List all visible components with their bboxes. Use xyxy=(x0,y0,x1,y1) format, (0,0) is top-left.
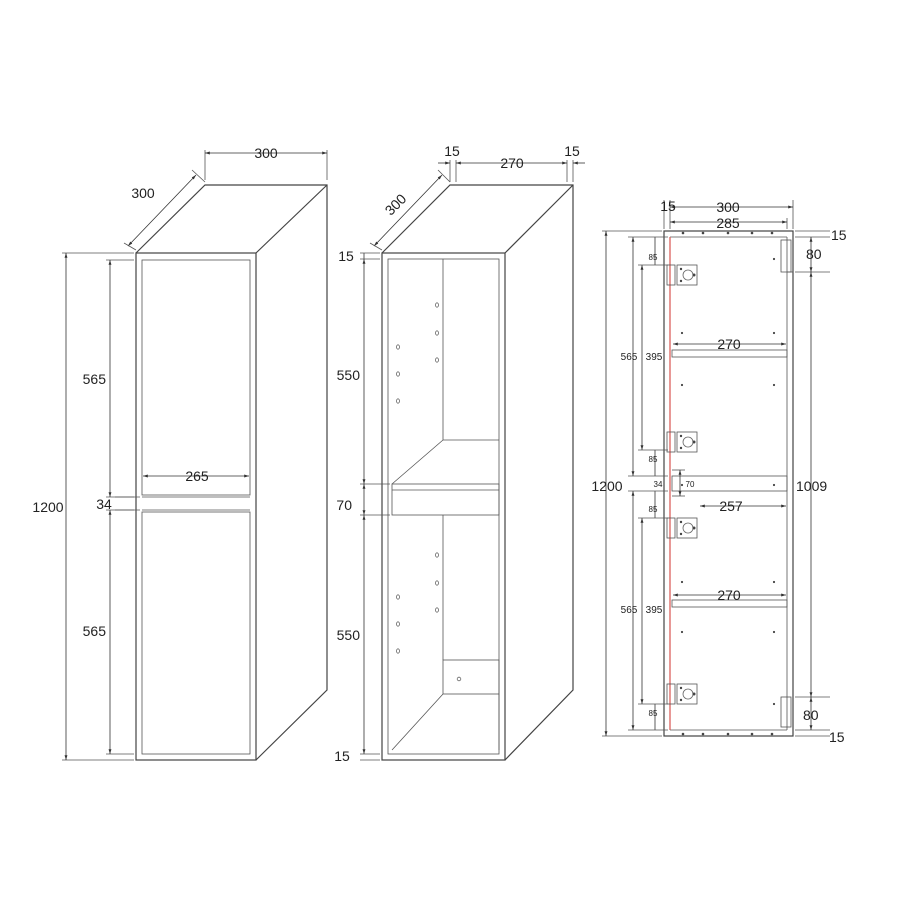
front-door-lower-label: 565 xyxy=(83,623,107,639)
dim-section-height: 1200 xyxy=(591,230,662,737)
section-hinge-offset-1: 85 xyxy=(649,253,658,262)
open-inner-width-label: 270 xyxy=(500,155,524,171)
section-panel-label: 15 xyxy=(660,198,676,214)
open-view: 15 270 15 300 15 550 70 550 xyxy=(334,143,585,764)
section-width-label: 300 xyxy=(716,199,740,215)
section-outline xyxy=(663,230,794,737)
dim-section-right: 15 80 1009 80 15 xyxy=(795,227,847,745)
front-width-label: 300 xyxy=(254,145,278,161)
section-rail-label: 34 xyxy=(654,480,663,489)
section-lower-hinge-span-label: 395 xyxy=(646,605,663,616)
cabinet-outline xyxy=(135,184,328,761)
dim-open-top: 15 270 15 xyxy=(438,143,585,182)
section-shelf-lower-label: 270 xyxy=(717,587,741,603)
dim-front-inner-width: 265 xyxy=(143,468,249,484)
dim-open-depth: 300 xyxy=(369,169,451,251)
hinge-2 xyxy=(666,431,698,453)
open-upper-compartment-label: 550 xyxy=(337,367,361,383)
shelf-pin-holes xyxy=(396,302,439,654)
hinge-3 xyxy=(666,517,698,539)
dim-section-shelves: 270 257 270 xyxy=(673,336,786,603)
section-upper-hinge-span-label: 395 xyxy=(646,352,663,363)
section-top-offset-label: 15 xyxy=(831,227,847,243)
open-side-left-label: 15 xyxy=(444,143,460,159)
hinge-1 xyxy=(666,264,698,286)
dim-front-door-upper: 565 xyxy=(83,259,134,498)
dim-section-top: 15 300 285 xyxy=(660,198,794,231)
section-dots xyxy=(680,231,776,736)
section-bottom-offset-label: 15 xyxy=(829,729,845,745)
section-bottom-bracket-label: 80 xyxy=(803,707,819,723)
open-bottom-panel-label: 15 xyxy=(334,748,350,764)
section-inner-height-label: 1009 xyxy=(796,478,827,494)
dim-open-vertical: 15 550 70 550 15 xyxy=(334,248,390,764)
dim-front-height: 1200 xyxy=(32,252,134,761)
open-drawer-label: 70 xyxy=(336,497,352,513)
front-inner-width-label: 265 xyxy=(185,468,209,484)
open-cabinet-outline xyxy=(381,184,574,761)
front-view: 300 300 1200 565 565 xyxy=(32,145,328,761)
section-lower-span-label: 565 xyxy=(621,605,638,616)
dim-front-door-lower: 565 xyxy=(83,509,134,755)
front-depth-label: 300 xyxy=(131,185,155,201)
open-top-panel-label: 15 xyxy=(338,248,354,264)
section-drawer-label: 70 xyxy=(686,480,695,489)
front-door-upper-label: 565 xyxy=(83,371,107,387)
section-middle-shelf-label: 257 xyxy=(719,498,743,514)
section-inner-depth-label: 285 xyxy=(716,215,740,231)
dim-section-spans: 565 395 565 395 85 85 85 85 34 70 xyxy=(621,236,695,731)
dim-front-rail: 34 xyxy=(96,496,140,512)
section-upper-span-label: 565 xyxy=(621,352,638,363)
section-hinge-offset-2: 85 xyxy=(649,455,658,464)
section-top-bracket-label: 80 xyxy=(806,246,822,262)
section-height-label: 1200 xyxy=(591,478,622,494)
dim-front-depth: 300 xyxy=(123,169,206,251)
section-shelf-upper-label: 270 xyxy=(717,336,741,352)
hinge-4 xyxy=(666,683,698,705)
front-height-label: 1200 xyxy=(32,499,63,515)
section-hinge-offset-4: 85 xyxy=(649,709,658,718)
dim-front-width: 300 xyxy=(204,145,328,180)
front-rail-label: 34 xyxy=(96,496,112,512)
open-depth-label: 300 xyxy=(382,190,410,218)
section-view: 15 300 285 1200 xyxy=(591,198,846,745)
section-hinge-offset-3: 85 xyxy=(649,505,658,514)
open-lower-compartment-label: 550 xyxy=(337,627,361,643)
open-side-right-label: 15 xyxy=(564,143,580,159)
